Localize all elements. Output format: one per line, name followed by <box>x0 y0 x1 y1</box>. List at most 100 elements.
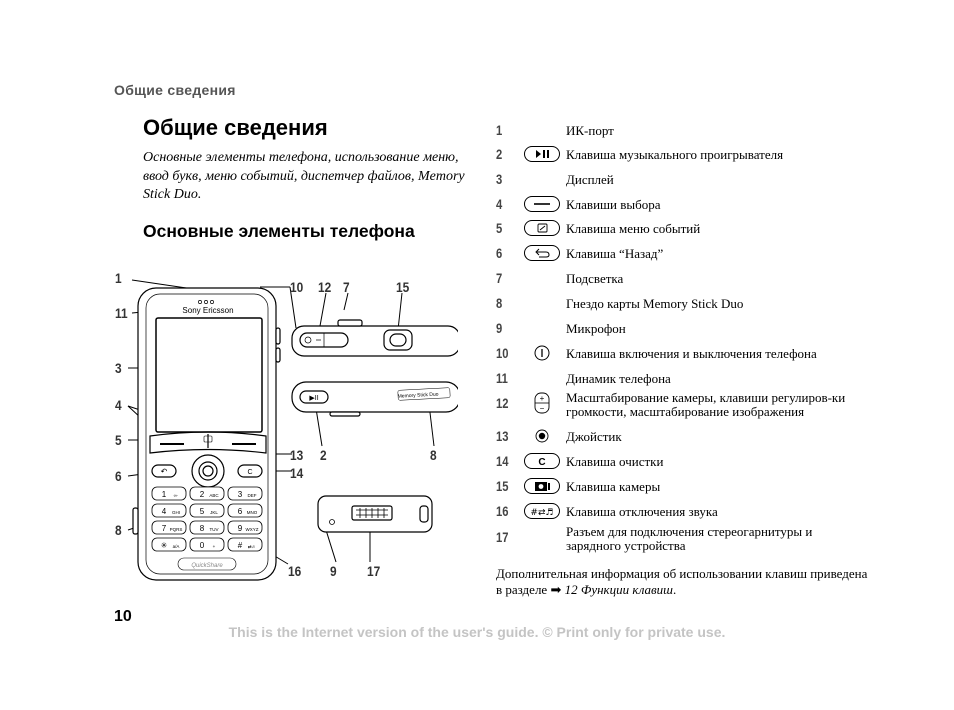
legend-text: Клавиши выбора <box>566 197 661 212</box>
legend-text: Клавиша музыкального проигрывателя <box>566 147 784 162</box>
legend-row: 4 Клавиши выбора <box>496 194 876 218</box>
legend-text: Клавиша отключения звука <box>566 504 718 519</box>
arrow-icon: ➡ <box>550 582 562 597</box>
back-arrow-glyph: ↶ <box>161 467 168 476</box>
footnote: Дополнительная информация об использован… <box>496 566 876 598</box>
keypad-key-letters: MNO <box>247 510 258 515</box>
activity-menu-icon <box>524 220 560 236</box>
keypad-key-number: 2 <box>200 490 205 499</box>
keypad-key-number: 3 <box>238 490 243 499</box>
intro-text: Основные элементы телефона, использовани… <box>143 150 465 202</box>
keypad-key-letters: TUV <box>210 527 219 532</box>
legend-row: 12+−Масштабирование камеры, клавиши регу… <box>496 391 876 419</box>
keypad-key-number: 1 <box>162 490 167 499</box>
callout-3: 3 <box>115 360 122 376</box>
callout-15: 15 <box>396 279 410 295</box>
zoom-volume-icon: +− <box>524 392 560 414</box>
phone-front <box>132 287 281 581</box>
legend-text: Дисплей <box>566 172 614 187</box>
keypad-key <box>151 537 187 552</box>
phone-brand: Sony Ericsson <box>182 306 233 315</box>
callout-11: 11 <box>115 305 128 321</box>
keypad-key-number: ✳ <box>161 541 168 550</box>
silent-key-icon: #⇄♬ <box>524 503 560 519</box>
legend-number: 4 <box>496 196 503 212</box>
legend-number: 14 <box>496 453 509 469</box>
selection-key-icon <box>524 196 560 212</box>
back-key-icon <box>524 245 560 261</box>
legend-row: 15 Клавиша камеры <box>496 476 876 500</box>
keypad-key <box>189 503 225 518</box>
quickshare-label: QuickShare <box>191 563 223 569</box>
keypad-key-number: 0 <box>200 541 205 550</box>
callout-17: 17 <box>367 563 381 579</box>
legend-text: Клавиша меню событий <box>566 221 701 236</box>
footnote-tail: . <box>673 582 677 597</box>
legend-text: Динамик телефона <box>566 371 671 386</box>
legend-number: 5 <box>496 220 503 236</box>
keypad-key <box>189 537 225 552</box>
page-title: Общие сведения <box>143 115 328 140</box>
legend-number: 8 <box>496 295 503 311</box>
legend-text: Гнездо карты Memory Stick Duo <box>566 296 744 311</box>
legend-text: Джойстик <box>566 429 622 444</box>
page-number: 10 <box>114 608 132 625</box>
disclaimer: This is the Internet version of the user… <box>228 624 726 640</box>
legend-row: 16#⇄♬Клавиша отключения звука <box>496 501 876 525</box>
play-pause-icon <box>524 146 560 162</box>
legend-row: 2 Клавиша музыкального проигрывателя <box>496 144 876 168</box>
legend-number: 11 <box>496 370 508 386</box>
keypad-key-letters: WXYZ <box>246 527 259 532</box>
keypad-key <box>151 486 187 501</box>
keypad-key <box>227 486 263 501</box>
legend-text: Клавиша “Назад” <box>566 246 664 261</box>
callout-13: 13 <box>290 447 304 463</box>
keypad-key-number: # <box>238 541 243 550</box>
callout-7: 7 <box>343 279 350 295</box>
callout-10: 10 <box>290 279 304 295</box>
legend-number: 2 <box>496 146 503 162</box>
legend-text: Подсветка <box>566 271 624 286</box>
callout-16: 16 <box>288 563 302 579</box>
memory-stick-label: Memory Stick Duo <box>398 392 439 400</box>
legend-text: Клавиша включения и выключения телефона <box>566 346 817 361</box>
keypad-key-letters: PQRS <box>170 527 183 532</box>
footnote-link[interactable]: 12 Функции клавиш <box>564 582 673 597</box>
keypad-key <box>189 520 225 535</box>
section-title: Основные элементы телефона <box>143 221 415 241</box>
callout-2: 2 <box>320 447 327 463</box>
play-pause-glyph: ▶II <box>309 395 318 402</box>
legend-number: 15 <box>496 478 509 494</box>
legend-text: Клавиша камеры <box>566 479 661 494</box>
keypad-key-number: 7 <box>162 524 167 533</box>
phone-bottom-view <box>317 495 433 533</box>
keypad-key-number: 6 <box>238 507 243 516</box>
keypad-key-letters: DEF <box>248 493 257 498</box>
callout-8b: 8 <box>430 447 437 463</box>
phone-clear-glyph: C <box>247 469 252 476</box>
legend-number: 7 <box>496 270 503 286</box>
keypad-key-letters: GHI <box>172 510 180 515</box>
phone-top-view <box>291 319 458 357</box>
legend-number: 6 <box>496 245 503 261</box>
footnote-text: Дополнительная информация об использован… <box>496 566 868 597</box>
keypad-key <box>151 503 187 518</box>
callout-8: 8 <box>115 522 122 538</box>
legend-number: 12 <box>496 395 509 411</box>
callout-1: 1 <box>115 270 122 286</box>
callout-12: 12 <box>318 279 332 295</box>
keypad-key-number: 9 <box>238 524 243 533</box>
keypad-key-number: 8 <box>200 524 205 533</box>
running-header: Общие сведения <box>114 82 236 98</box>
legend-row: 7 Подсветка <box>496 268 876 292</box>
keypad-key-letters: ABC <box>209 493 219 498</box>
callout-9: 9 <box>330 563 337 579</box>
keypad-key-letters: JKL <box>210 510 218 515</box>
